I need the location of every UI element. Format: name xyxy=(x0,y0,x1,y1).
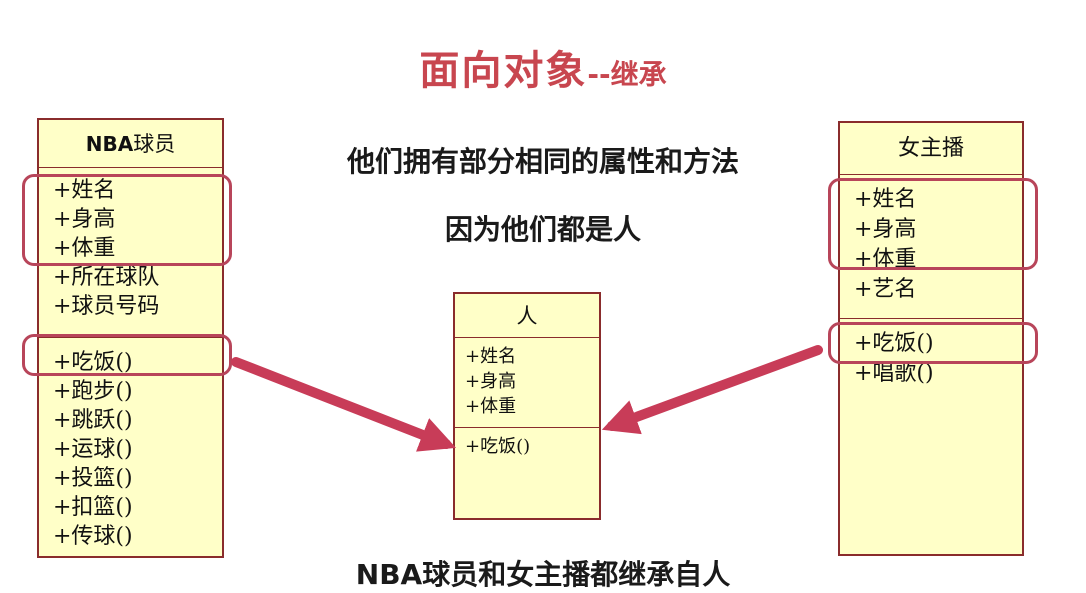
method-item: +吃饭() xyxy=(53,350,133,375)
class-name-nba-latin: NBA xyxy=(85,132,134,156)
caption-reason: 因为他们都是人 xyxy=(444,213,641,246)
attribute-item: +所在球队 xyxy=(53,265,160,290)
method-item: +唱歌() xyxy=(854,361,934,386)
class-box-person: 人 +姓名 +身高 +体重 +吃饭() xyxy=(453,292,601,520)
attribute-item: +球员号码 xyxy=(53,294,160,319)
arrow-nba-to-person xyxy=(231,357,457,452)
class-box-female-host: 女主播 +姓名 +身高 +体重 +艺名 +吃饭() +唱歌() xyxy=(838,121,1024,556)
method-item: +吃饭() xyxy=(854,331,934,356)
attribute-item: +身高 xyxy=(53,207,116,232)
method-section: +吃饭() xyxy=(455,428,599,459)
caption-shared-traits: 他们拥有部分相同的属性和方法 xyxy=(346,145,739,178)
method-item: +跳跃() xyxy=(53,408,133,433)
attribute-item: +姓名 xyxy=(854,187,917,212)
attribute-section: +姓名 +身高 +体重 +所在球队 +球员号码 xyxy=(39,168,222,338)
title-main: 面向对象 xyxy=(419,48,588,94)
caption-conclusion: NBA球员和女主播都继承自人 xyxy=(355,558,731,591)
method-item: +投篮() xyxy=(53,466,133,491)
attribute-item: +体重 xyxy=(465,396,517,417)
attribute-item: +姓名 xyxy=(465,346,517,367)
attribute-item: +身高 xyxy=(854,217,917,242)
attribute-item: +艺名 xyxy=(854,277,917,302)
arrow-host-to-person xyxy=(601,345,823,435)
attribute-item: +姓名 xyxy=(53,178,116,203)
title-sub: --继承 xyxy=(587,58,667,91)
attribute-section: +姓名 +身高 +体重 xyxy=(455,338,599,428)
class-box-nba-player: NBA球员 +姓名 +身高 +体重 +所在球队 +球员号码 +吃饭() +跑步(… xyxy=(37,118,224,558)
class-name-person: 人 xyxy=(455,294,599,338)
method-section: +吃饭() +跑步() +跳跃() +运球() +投篮() +扣篮() +传球(… xyxy=(39,338,222,551)
method-item: +吃饭() xyxy=(465,436,531,457)
slide-title: 面向对象--继承 xyxy=(0,38,1086,96)
attribute-item: +身高 xyxy=(465,371,517,392)
method-item: +跑步() xyxy=(53,379,133,404)
method-item: +扣篮() xyxy=(53,495,133,520)
class-name-female-host: 女主播 xyxy=(840,123,1022,175)
class-name-nba-cn: 球员 xyxy=(133,132,176,156)
method-item: +传球() xyxy=(53,524,133,549)
method-item: +运球() xyxy=(53,437,133,462)
method-section: +吃饭() +唱歌() xyxy=(840,319,1022,389)
class-name-nba-player: NBA球员 xyxy=(39,120,222,168)
attribute-item: +体重 xyxy=(53,236,116,261)
